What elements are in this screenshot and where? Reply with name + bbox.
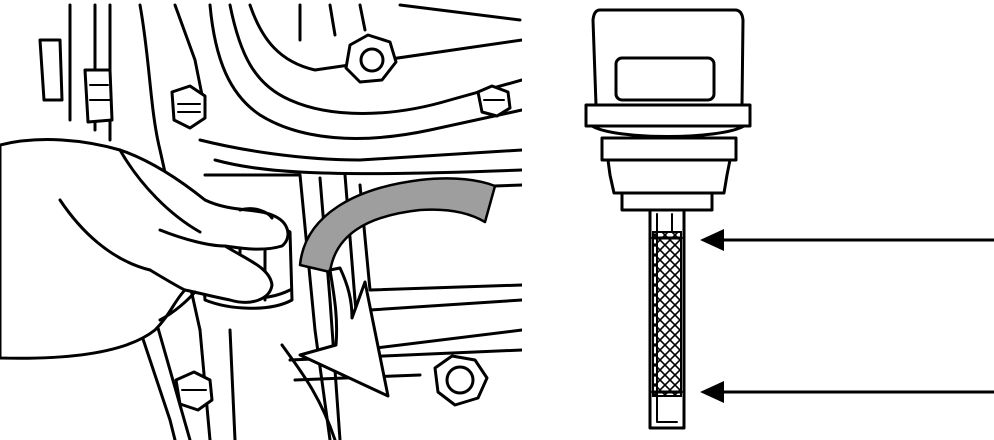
cap-flange	[584, 103, 752, 138]
oil-level-range-hatch	[652, 231, 682, 397]
lower-level-mark-arrow	[700, 381, 994, 403]
direction-arrow	[298, 266, 390, 398]
hex-bolt-lower-left	[174, 370, 214, 412]
cap-window	[614, 56, 716, 102]
cap-grip	[591, 8, 745, 107]
dipstick-illustration-panel	[584, 8, 994, 430]
upper-level-mark-arrow	[700, 229, 994, 251]
hex-bolt-left	[170, 84, 207, 130]
cap-neck	[600, 136, 738, 212]
hex-bolt-top	[344, 33, 398, 84]
rotation-arrow	[298, 177, 497, 274]
hand	[0, 138, 290, 360]
cylinder-bolt-column	[38, 38, 114, 124]
hex-bolt-bottom	[433, 354, 489, 407]
hex-bolt-right	[476, 84, 512, 118]
engine-illustration-panel	[0, 3, 522, 440]
dipstick-blade	[648, 208, 686, 430]
